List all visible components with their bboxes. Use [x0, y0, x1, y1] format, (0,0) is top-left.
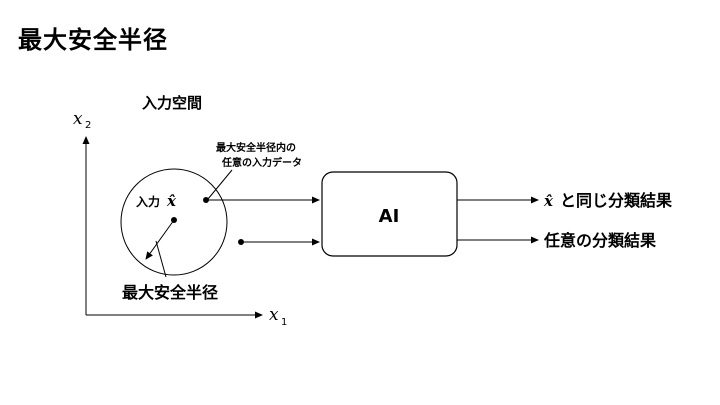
- axis-y-subscript: 2: [85, 120, 91, 131]
- output-any-label: 任意の分類結果: [543, 231, 656, 250]
- axis-y-label: x: [73, 109, 83, 129]
- input-label: 入力: [136, 194, 160, 209]
- annotation-line-2: 任意の入力データ: [221, 156, 302, 169]
- input-symbol: x̂: [166, 192, 177, 210]
- radius-leader-line: [155, 240, 167, 278]
- safe-input-point: [203, 197, 209, 203]
- annotation-leader-line: [207, 169, 233, 200]
- output-same-symbol: x̂: [543, 192, 554, 210]
- axis-x-subscript: 1: [281, 317, 287, 328]
- safe-region-circle: [120, 168, 228, 276]
- ai-box: [321, 171, 458, 257]
- output-same-label: と同じ分類結果: [560, 191, 672, 210]
- axis-x-label: x: [269, 305, 279, 325]
- annotation-line-1: 最大安全半径内の: [216, 141, 296, 154]
- other-input-point: [238, 239, 244, 245]
- radius-arrow: [145, 219, 175, 260]
- page-title: 最大安全半径: [18, 26, 168, 54]
- input-space-label: 入力空間: [142, 94, 202, 112]
- ai-box-label: AI: [379, 206, 400, 227]
- radius-label: 最大安全半径: [122, 283, 218, 302]
